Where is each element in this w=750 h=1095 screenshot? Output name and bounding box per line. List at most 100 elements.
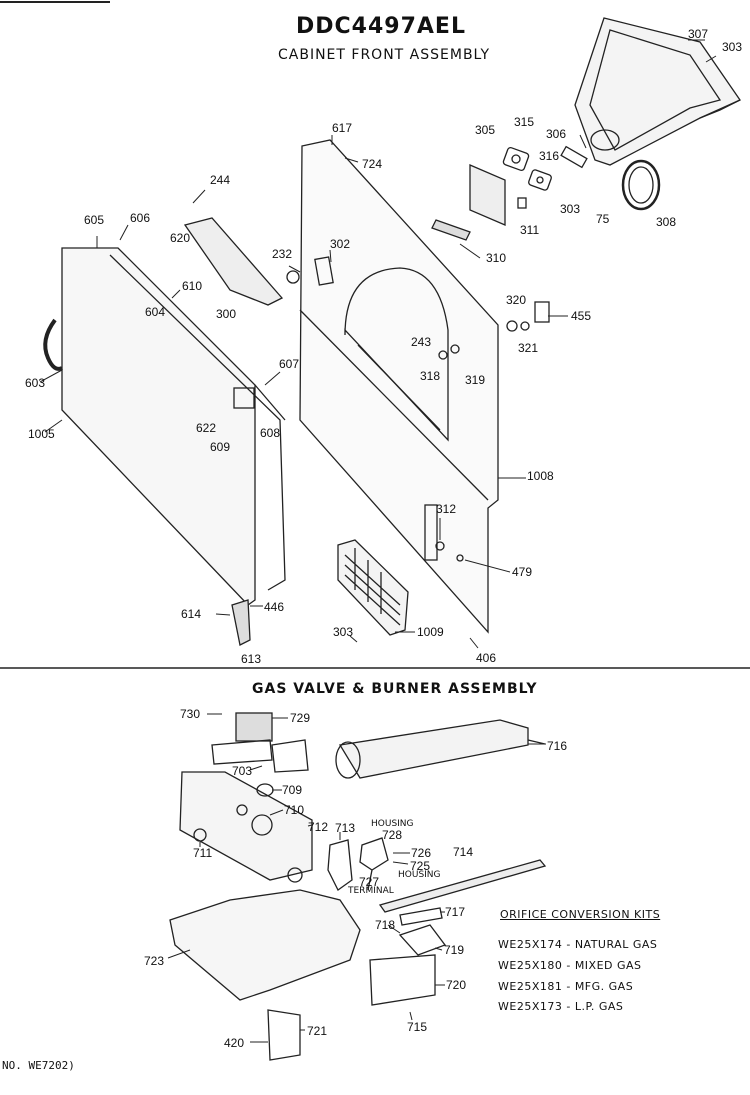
housing-label-1: HOUSING (371, 819, 414, 829)
section-title-gas: GAS VALVE & BURNER ASSEMBLY (252, 681, 538, 697)
part-label-724: 724 (362, 157, 383, 171)
section-title-cabinet: CABINET FRONT ASSEMBLY (278, 47, 491, 63)
part-label-617: 617 (332, 121, 353, 135)
part-label-1008: 1008 (527, 469, 554, 483)
part-label-606: 606 (130, 211, 151, 225)
part-label-303: 303 (722, 40, 743, 54)
cabinet-front-1008 (299, 139, 499, 634)
burner-tube-716 (335, 719, 546, 779)
part-label-712: 712 (308, 820, 329, 834)
part-label-709: 709 (282, 783, 303, 797)
part-label-719: 719 (444, 943, 465, 957)
coil-729 (211, 712, 309, 773)
part-232 (286, 270, 300, 284)
handle-603 (43, 318, 63, 371)
part-label-605: 605 (84, 213, 105, 227)
part-label-716: 716 (547, 739, 568, 753)
part-label-244: 244 (210, 173, 231, 187)
orifice-kit-item: WE25X173 - L.P. GAS (498, 1000, 624, 1013)
part-label-730: 730 (180, 707, 201, 721)
part-label-446: 446 (264, 600, 285, 614)
part-label-723: 723 (144, 954, 165, 968)
part-311 (517, 197, 527, 209)
part-label-232: 232 (272, 247, 293, 261)
part-label-315: 315 (514, 115, 535, 129)
duct-300 (183, 217, 284, 306)
part-label-303-c: 303 (333, 625, 354, 639)
part-label-319: 319 (465, 373, 486, 387)
part-label-713: 713 (335, 821, 356, 835)
part-label-312: 312 (436, 502, 457, 516)
part-label-710: 710 (284, 803, 305, 817)
orifice-kit-item: WE25X174 - NATURAL GAS (498, 938, 658, 951)
part-label-607: 607 (279, 357, 300, 371)
part-label-1005: 1005 (28, 427, 55, 441)
orifice-kit-item: WE25X181 - MFG. GAS (498, 980, 634, 993)
part-label-718: 718 (375, 918, 396, 932)
part-label-711: 711 (193, 846, 213, 860)
washer-321 (520, 321, 530, 331)
clip-306 (560, 145, 588, 169)
part-label-1009: 1009 (417, 625, 444, 639)
part-label-717: 717 (445, 905, 466, 919)
part-label-728: 728 (382, 828, 403, 842)
bracket-713 (327, 839, 353, 891)
hinge-613 (231, 599, 251, 646)
part-label-318: 318 (420, 369, 441, 383)
part-label-308: 308 (656, 215, 677, 229)
washer-319 (450, 344, 460, 354)
part-label-303-b: 303 (560, 202, 581, 216)
part-label-300: 300 (216, 307, 237, 321)
part-label-321: 321 (518, 341, 539, 355)
page-title: DDC4497AEL (296, 14, 466, 39)
part-719 (398, 924, 447, 956)
part-label-622: 622 (196, 421, 217, 435)
terminal-label: TERMINAL (348, 886, 394, 896)
plate-302 (314, 256, 334, 286)
part-label-406: 406 (476, 651, 497, 665)
thermostat-316 (528, 169, 552, 191)
bracket-305 (469, 164, 506, 226)
bracket-455 (534, 301, 550, 323)
part-label-243: 243 (411, 335, 432, 349)
leader-lines-top (39, 39, 717, 649)
bracket-721 (267, 1009, 301, 1061)
orifice-kits-heading: ORIFICE CONVERSION KITS (500, 908, 661, 921)
thermostat-315 (502, 146, 530, 172)
part-label-714: 714 (453, 845, 474, 859)
door-1005 (61, 247, 286, 606)
part-label-420: 420 (224, 1036, 245, 1050)
part-label-725: 725 (410, 859, 431, 873)
part-label-604: 604 (145, 305, 166, 319)
part-label-455: 455 (571, 309, 592, 323)
washer-320 (506, 320, 518, 332)
part-label-307: 307 (688, 27, 709, 41)
part-label-305: 305 (475, 123, 496, 137)
part-label-603: 603 (25, 376, 46, 390)
part-label-316: 316 (539, 149, 560, 163)
orifice-717 (399, 907, 443, 926)
part-label-609: 609 (210, 440, 231, 454)
seal-308 (621, 159, 661, 211)
part-label-614: 614 (181, 607, 202, 621)
part-label-727: 727 (359, 875, 380, 889)
tube-714 (378, 859, 547, 913)
part-label-620: 620 (170, 231, 191, 245)
part-label-302: 302 (330, 237, 351, 251)
bulkhead-307 (574, 17, 741, 166)
part-label-311: 311 (520, 223, 540, 237)
part-label-320: 320 (506, 293, 527, 307)
strip-310 (431, 219, 471, 241)
shield-720 (369, 954, 436, 1006)
part-label-720: 720 (446, 978, 467, 992)
part-label-715: 715 (407, 1020, 428, 1034)
part-label-479: 479 (512, 565, 533, 579)
orifice-kit-item: WE25X180 - MIXED GAS (498, 959, 642, 972)
part-label-721: 721 (307, 1024, 328, 1038)
leader-lines-gas (167, 713, 546, 1043)
part-label-608: 608 (260, 426, 281, 440)
washer-318 (438, 350, 448, 360)
igniter-728 (359, 837, 389, 891)
grille-1009 (337, 539, 409, 636)
